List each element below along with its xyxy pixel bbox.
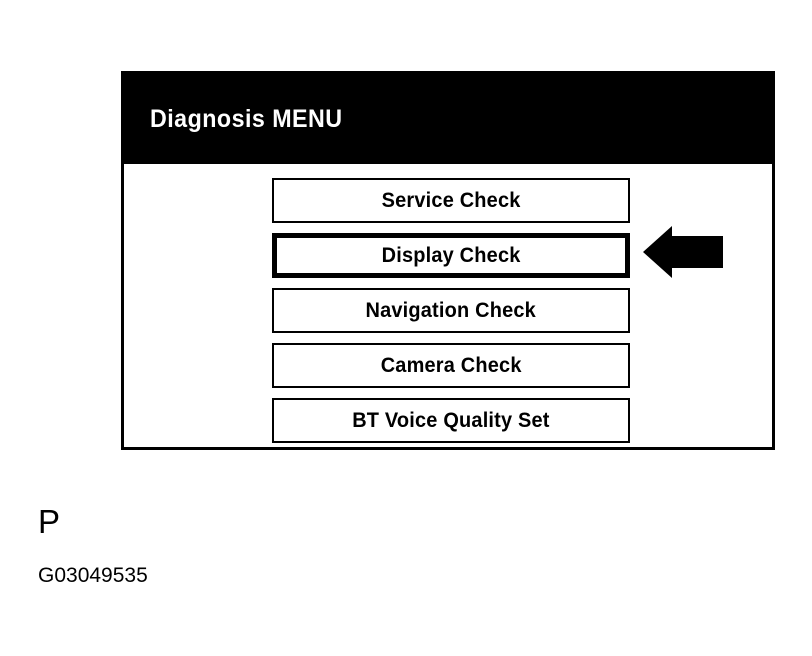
caption-letter: P [38,503,61,540]
screen-header: Diagnosis MENU [124,74,772,164]
menu-item-label: Navigation Check [365,298,537,322]
menu-item-label: BT Voice Quality Set [352,408,550,432]
menu-item-service-check[interactable]: Service Check [272,178,630,223]
diagnosis-menu-screen: Diagnosis MENU Service Check Display Che… [121,71,775,450]
menu-list: Service Check Display Check Navigation C… [124,164,772,447]
menu-item-navigation-check[interactable]: Navigation Check [272,288,630,333]
menu-item-camera-check[interactable]: Camera Check [272,343,630,388]
page-title: Diagnosis MENU [150,104,343,133]
menu-item-label: Service Check [381,188,521,212]
menu-item-label: Camera Check [380,353,522,377]
menu-item-bt-voice-quality-set[interactable]: BT Voice Quality Set [272,398,630,443]
menu-item-label: Display Check [381,243,521,267]
arrow-left-icon [643,226,723,278]
menu-item-display-check[interactable]: Display Check [272,233,630,278]
figure-caption: P G03049535 [38,503,338,589]
caption-code: G03049535 [38,564,148,587]
